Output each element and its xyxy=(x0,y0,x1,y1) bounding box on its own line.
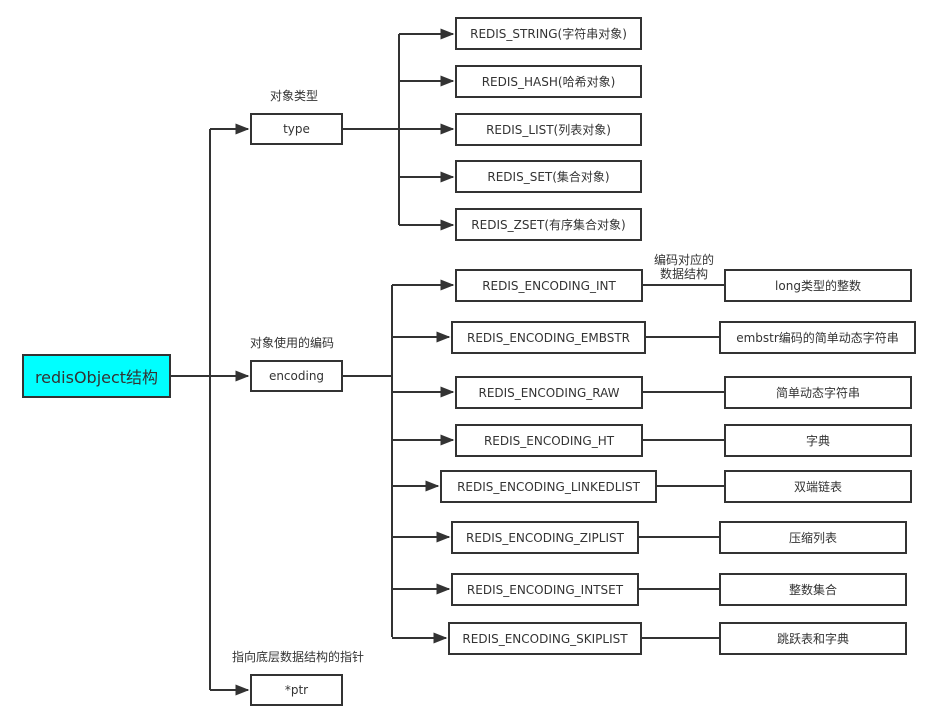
structure-node-int: long类型的整数 xyxy=(724,269,912,302)
type-field-label: type xyxy=(283,122,310,136)
type-node-label: REDIS_SET(集合对象) xyxy=(487,170,610,184)
encoding-link-caption: 编码对应的 数据结构 xyxy=(653,253,714,281)
encoding-node-label: REDIS_ENCODING_INT xyxy=(482,278,616,293)
type-node-set: REDIS_SET(集合对象) xyxy=(455,160,642,193)
encoding-node-raw: REDIS_ENCODING_RAW xyxy=(455,376,643,409)
encoding-node-label: REDIS_ENCODING_LINKEDLIST xyxy=(457,479,640,494)
encoding-node-label: REDIS_ENCODING_EMBSTR xyxy=(467,330,630,345)
encoding-node-skiplist: REDIS_ENCODING_SKIPLIST xyxy=(448,622,642,655)
type-node-label: REDIS_LIST(列表对象) xyxy=(486,123,611,137)
structure-node-label: long类型的整数 xyxy=(775,279,861,293)
structure-node-skiplist: 跳跃表和字典 xyxy=(719,622,907,655)
type-caption: 对象类型 xyxy=(270,89,319,103)
encoding-node-label: REDIS_ENCODING_HT xyxy=(483,433,615,448)
encoding-node-label: REDIS_ENCODING_RAW xyxy=(478,385,620,400)
encoding-node-ziplist: REDIS_ENCODING_ZIPLIST xyxy=(451,521,639,554)
type-node-list: REDIS_LIST(列表对象) xyxy=(455,113,642,146)
encoding-node-linkedlist: REDIS_ENCODING_LINKEDLIST xyxy=(440,470,657,503)
encoding-node-label: REDIS_ENCODING_INTSET xyxy=(466,582,624,597)
encoding-node-intset: REDIS_ENCODING_INTSET xyxy=(451,573,639,606)
root-node: redisObject结构 xyxy=(22,354,171,398)
type-node-label: REDIS_ZSET(有序集合对象) xyxy=(471,218,626,232)
type-field-node: type xyxy=(250,113,343,145)
structure-node-embstr: embstr编码的简单动态字符串 xyxy=(719,321,916,354)
encoding-field-node: encoding xyxy=(250,360,343,392)
encoding-node-embstr: REDIS_ENCODING_EMBSTR xyxy=(451,321,646,354)
encoding-node-ht: REDIS_ENCODING_HT xyxy=(455,424,643,457)
ptr-caption: 指向底层数据结构的指针 xyxy=(232,650,365,664)
structure-node-ziplist: 压缩列表 xyxy=(719,521,907,554)
type-node-string: REDIS_STRING(字符串对象) xyxy=(455,17,642,50)
type-node-hash: REDIS_HASH(哈希对象) xyxy=(455,65,642,98)
structure-node-intset: 整数集合 xyxy=(719,573,907,606)
structure-node-label: 整数集合 xyxy=(788,583,837,597)
encoding-node-label: REDIS_ENCODING_SKIPLIST xyxy=(462,631,628,646)
type-node-label: REDIS_HASH(哈希对象) xyxy=(481,75,616,89)
structure-node-label: 简单动态字符串 xyxy=(775,386,860,400)
encoding-node-label: REDIS_ENCODING_ZIPLIST xyxy=(466,530,624,545)
root-node-label: redisObject结构 xyxy=(34,368,159,387)
encoding-field-label: encoding xyxy=(268,369,325,383)
structure-node-linkedlist: 双端链表 xyxy=(724,470,912,503)
structure-node-raw: 简单动态字符串 xyxy=(724,376,912,409)
encoding-caption: 对象使用的编码 xyxy=(250,336,335,350)
structure-node-label: 字典 xyxy=(805,434,830,448)
structure-node-label: 跳跃表和字典 xyxy=(776,632,849,646)
ptr-field-node: *ptr xyxy=(250,674,343,706)
structure-node-ht: 字典 xyxy=(724,424,912,457)
structure-node-label: 双端链表 xyxy=(793,480,842,494)
ptr-field-label: *ptr xyxy=(284,683,309,697)
type-node-zset: REDIS_ZSET(有序集合对象) xyxy=(455,208,642,241)
structure-node-label: embstr编码的简单动态字符串 xyxy=(736,331,899,345)
structure-node-label: 压缩列表 xyxy=(788,531,837,545)
encoding-node-int: REDIS_ENCODING_INT xyxy=(455,269,643,302)
type-node-label: REDIS_STRING(字符串对象) xyxy=(470,27,627,41)
